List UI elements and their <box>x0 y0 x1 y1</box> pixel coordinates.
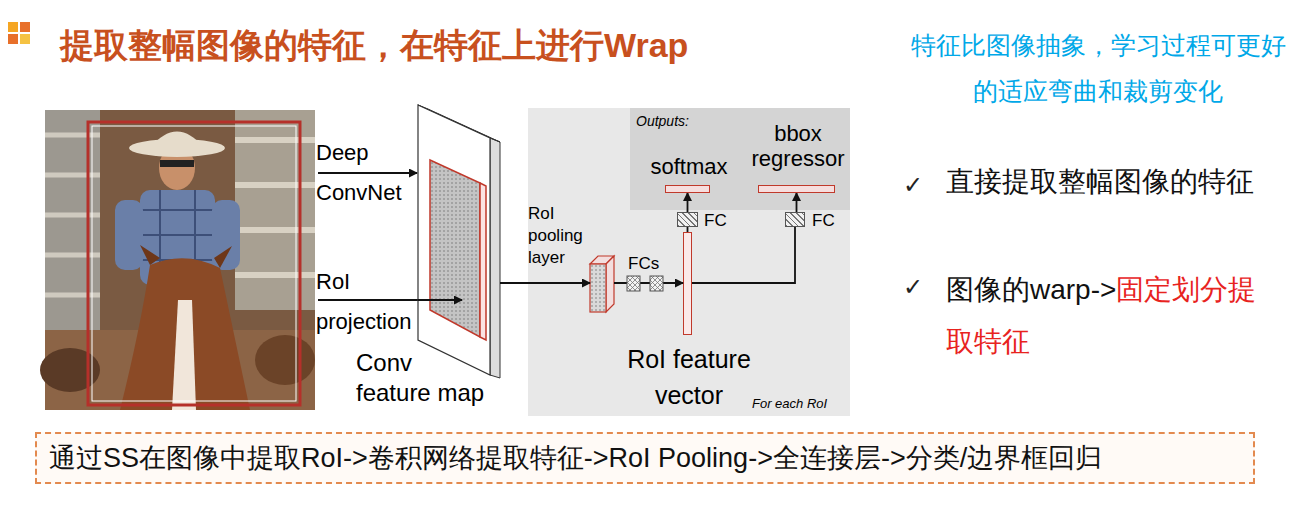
photo-cowboy-horse <box>40 110 315 410</box>
bullet-text: 直接提取整幅图像的特征 <box>946 164 1254 200</box>
roi-pooling-layer: RoI pooling layer <box>590 256 614 312</box>
outputs-panel: Outputs:softmaxbbox regressor <box>630 108 850 210</box>
layer-label: FCs <box>628 254 659 274</box>
check-mark: ✓ <box>903 272 923 302</box>
per-roi-panel: For each RoIRoI pooling layerRoI feature… <box>528 108 850 416</box>
summary-text: 通过SS在图像中提取RoI->卷积网络提取特征->RoI Pooling->全连… <box>49 440 1102 476</box>
arrow-label: Deep ConvNet <box>316 133 416 213</box>
node-label: FC <box>812 211 835 231</box>
node-label: Conv feature map <box>356 348 491 408</box>
fc-layer: FC <box>785 212 805 227</box>
connector <box>796 193 798 212</box>
check-mark: ✓ <box>903 170 923 200</box>
connector <box>614 282 683 284</box>
arrow-label: RoI projection <box>316 262 431 342</box>
softmax-output: softmax <box>665 185 710 193</box>
connector <box>687 193 689 212</box>
bullet-text: 图像的warp-> <box>946 274 1116 305</box>
connector <box>687 227 689 232</box>
fc-layer: FC <box>677 212 698 227</box>
node-label: softmax <box>639 154 739 180</box>
node-label: For each RoI <box>752 396 827 412</box>
node-label: RoI pooling layer <box>528 203 600 269</box>
connector <box>500 282 590 284</box>
connector <box>692 227 795 283</box>
side-note: 特征比图像抽象，学习过程可更好的适应弯曲和裁剪变化 <box>903 22 1293 114</box>
roi-feature-vector: RoI feature vector <box>683 232 692 335</box>
title-icon <box>8 22 30 44</box>
convnet-arrow <box>318 172 417 174</box>
node-label: bbox regressor <box>745 121 851 171</box>
projection-arrow <box>318 299 419 301</box>
fc-layers <box>627 276 663 291</box>
pipeline-summary-box: 通过SS在图像中提取RoI->卷积网络提取特征->RoI Pooling->全连… <box>35 432 1255 484</box>
bbox-regressor-output: bbox regressor <box>758 185 835 193</box>
conv-feature-map: Conv feature map <box>418 105 500 378</box>
node-label: RoI feature vector <box>609 341 769 413</box>
bullet-text: 图像的warp->固定划分提取特征 <box>946 264 1276 368</box>
slide-title: 提取整幅图像的特征，在特征上进行Wrap <box>60 24 688 66</box>
node-label: FC <box>704 211 727 231</box>
node-label: Outputs: <box>636 113 689 130</box>
